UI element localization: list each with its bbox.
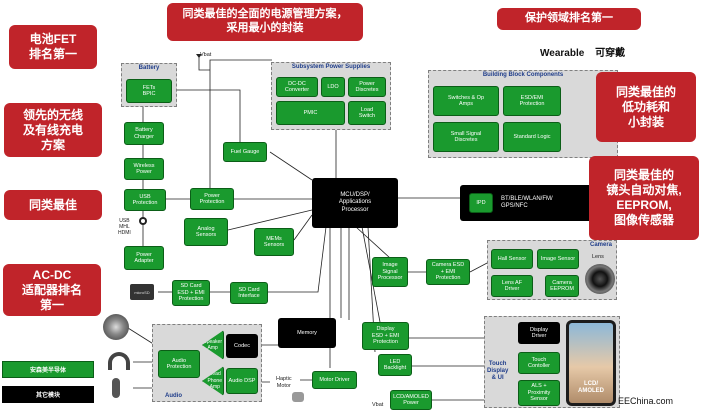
callout-acdc-adapter: AC-DC 适配器排名 第一 xyxy=(3,264,101,316)
watermark-text: EEChina.com xyxy=(618,396,674,406)
vbat-top-label: Vbat xyxy=(200,52,212,58)
display-driver-block: Display Driver xyxy=(518,322,560,344)
lens-af-driver-block: Lens AF Driver xyxy=(491,275,533,297)
building-block-title: Building Block Components xyxy=(482,72,564,78)
led-backlight-block: LED Backlight xyxy=(378,354,412,376)
headphone-icon xyxy=(108,352,130,370)
speaker-icon xyxy=(103,314,129,340)
legend-other-modules: 其它模块 xyxy=(2,386,94,403)
motor-icon xyxy=(292,392,304,402)
sd-card-interface-block: SD Card Interface xyxy=(230,282,268,304)
dcdc-converter-block: DC-DC Converter xyxy=(276,77,318,97)
callout-protection: 保护领域排名第一 xyxy=(497,8,641,30)
audio-panel-title: Audio xyxy=(165,393,182,399)
audio-dsp-block: Audio DSP xyxy=(226,368,258,394)
mems-sensors-block: MEMs Sensors xyxy=(254,228,294,256)
camera-lens-icon xyxy=(585,264,615,294)
motor-driver-block: Motor Driver xyxy=(312,371,357,389)
battery-charger-block: Battery Charger xyxy=(124,122,164,145)
lens-label: Lens xyxy=(592,254,604,260)
small-signal-discretes-block: Small Signal Discretes xyxy=(433,122,499,152)
touch-controller-block: Touch Contoller xyxy=(518,352,560,374)
power-adapter-block: Power Adapter xyxy=(124,246,164,270)
callout-wireless-charging: 领先的无线 及有线充电 方案 xyxy=(4,103,102,157)
mcu-processor-block: MCU/DSP/ Applications Processor xyxy=(312,178,398,228)
camera-panel-title: Camera xyxy=(589,242,612,248)
standard-logic-block: Standard Logic xyxy=(503,122,561,152)
wireless-standards-text: BT/BLE/WLAN/FM/ GPS/NFC xyxy=(501,195,553,210)
phone-image: LCD/ AMOLED xyxy=(566,320,616,406)
camera-esd-emi-block: Camera ESD + EMI Protection xyxy=(426,259,470,285)
image-sensor-block: Image Sensor xyxy=(537,249,579,269)
sd-card-icon: microSD xyxy=(130,284,154,300)
image-signal-processor-block: Image Signal Processor xyxy=(372,257,408,287)
als-proximity-sensor-block: ALS + Proximity Sensor xyxy=(518,380,560,406)
power-discretes-block: Power Discretes xyxy=(348,77,386,97)
haptic-motor-label: Haptic Motor xyxy=(276,376,292,389)
battery-panel-title: Battery xyxy=(138,65,160,71)
subsystem-power-title: Subsystem Power Supplies xyxy=(291,64,371,70)
hall-sensor-block: Hall Sensor xyxy=(491,249,533,269)
legend-onsemi: 安森美半导体 xyxy=(2,361,94,378)
touch-display-title: Touch Display & UI xyxy=(487,361,509,381)
sd-card-esd-emi-block: SD Card ESD + EMI Protection xyxy=(172,280,210,306)
phone-label-line2: AMOLED xyxy=(578,388,604,394)
switches-op-amps-block: Switches & Op Amps xyxy=(433,86,499,116)
wearable-heading: Wearable 可穿戴 xyxy=(540,44,625,59)
callout-power-management: 同类最佳的全面的电源管理方案， 采用最小的封装 xyxy=(167,3,363,41)
callout-low-power: 同类最佳的 低功耗和 小封装 xyxy=(596,72,696,142)
wireless-power-block: Wireless Power xyxy=(124,158,164,180)
esd-emi-protection-block: ESD/EMI Protection xyxy=(503,86,561,116)
audio-protection-block: Audio Protection xyxy=(158,350,200,378)
usb-protection-block: USB Protection xyxy=(124,189,166,211)
phone-screen: LCD/ AMOLED xyxy=(569,323,613,403)
pmic-block: PMIC xyxy=(276,101,345,125)
camera-eeprom-block: Camera EEPROM xyxy=(545,275,579,297)
fets-bpic-block: FETs BPIC xyxy=(126,79,172,103)
ipd-block: IPD xyxy=(469,193,493,213)
ldo-block: LDO xyxy=(321,77,345,97)
memory-block: Memory xyxy=(278,318,336,348)
codec-block: Codec xyxy=(226,334,258,358)
load-switch-block: Load Switch xyxy=(348,101,386,125)
usb-mhl-hdmi-label: USB MHL HDMI xyxy=(118,218,131,236)
analog-sensors-block: Analog Sensors xyxy=(184,218,228,246)
wearable-cn-label: 可穿戴 xyxy=(595,48,626,59)
wearable-label: Wearable xyxy=(540,48,585,59)
callout-battery-fet: 电池FET 排名第一 xyxy=(9,25,97,69)
wireless-connectivity-block: IPD BT/BLE/WLAN/FM/ GPS/NFC xyxy=(460,185,608,221)
callout-best-in-class: 同类最佳 xyxy=(4,190,102,220)
callout-camera: 同类最佳的 镜头自动对焦, EEPROM, 图像传感器 xyxy=(589,156,699,240)
phone-screen-label: LCD/ AMOLED xyxy=(569,381,613,395)
vbat-bottom-label: Vbat xyxy=(372,402,384,408)
power-protection-block: Power Protection xyxy=(190,188,234,210)
phone-label-line1: LCD/ xyxy=(584,381,598,387)
display-esd-emi-block: Display ESD + EMI Protection xyxy=(362,322,409,350)
fuel-gauge-block: Fuel Gauge xyxy=(223,142,267,162)
microphone-icon xyxy=(112,378,120,398)
lcd-amoled-power-block: LCD/AMOLED Power xyxy=(390,390,432,410)
